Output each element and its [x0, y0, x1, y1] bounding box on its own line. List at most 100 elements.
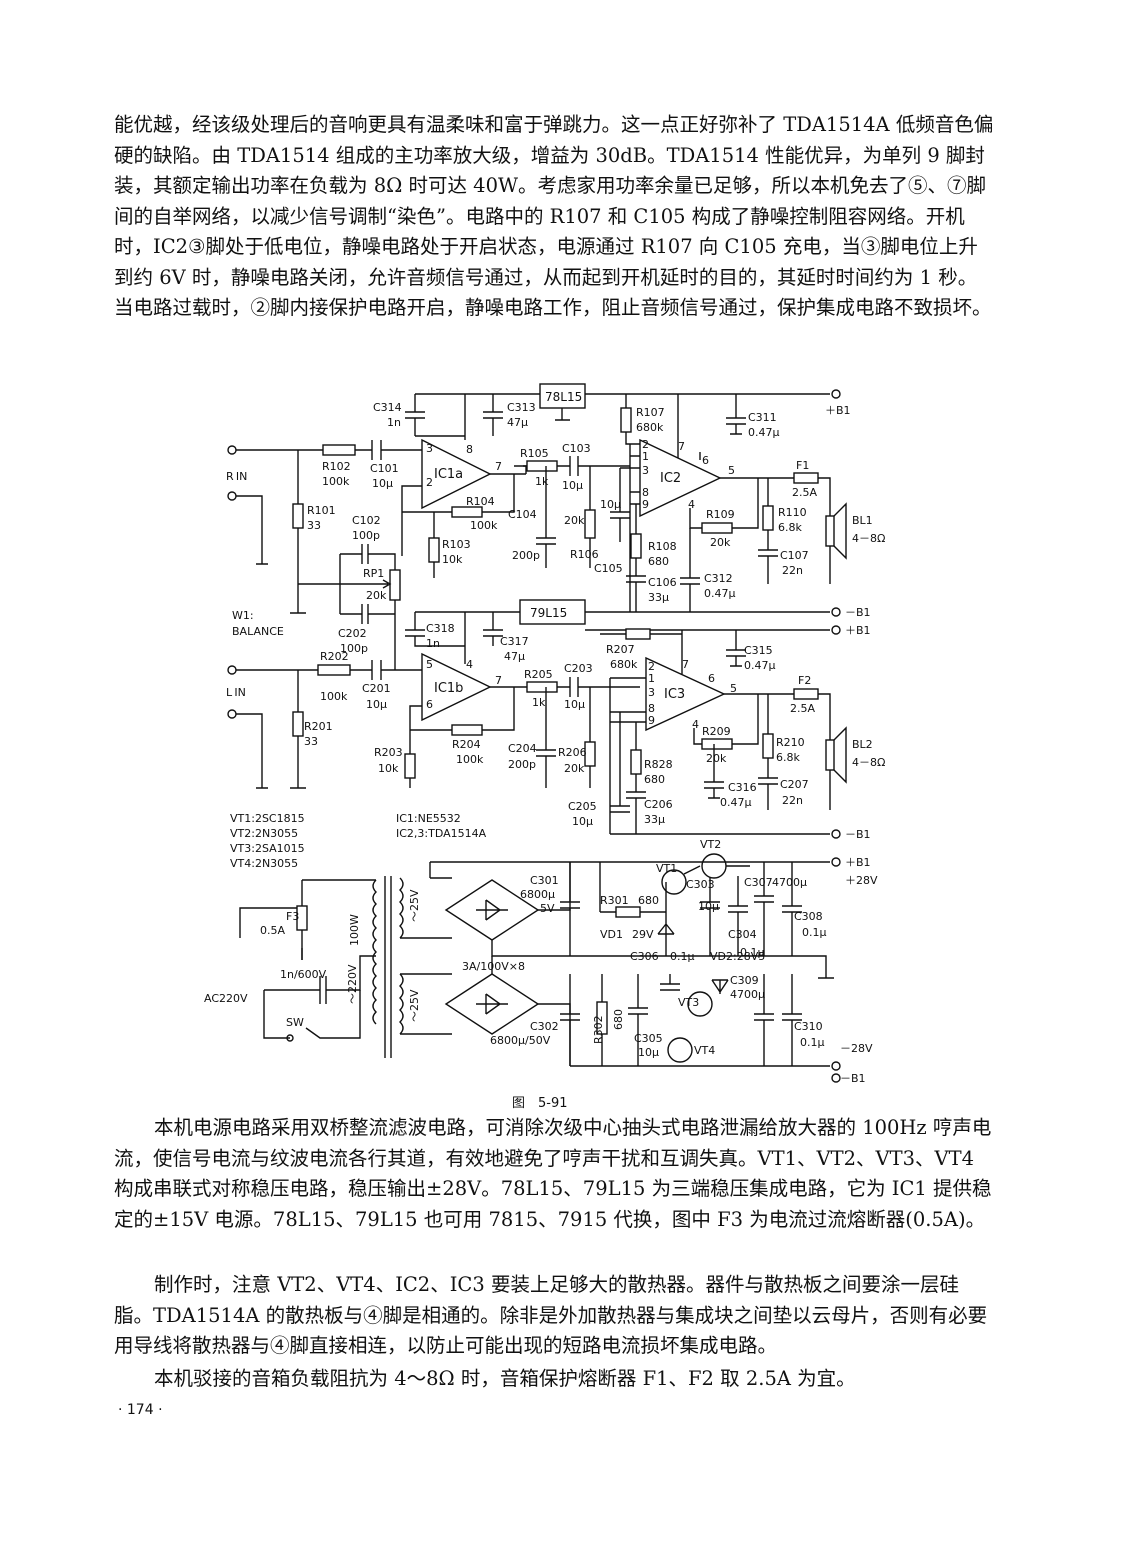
c311-value: 0.47μ — [748, 426, 780, 439]
r110-value: 6.8k — [778, 521, 802, 534]
ic2-pin4: 4 — [688, 498, 695, 511]
c106-value: 33μ — [648, 591, 669, 604]
r106-label: R106 — [570, 548, 599, 561]
f3-label: F3 — [286, 910, 299, 923]
c307-value: 4700μ — [772, 876, 807, 889]
c310-value: 0.1μ — [800, 1036, 825, 1049]
terminal-neg-b1-psu[interactable] — [831, 1073, 841, 1083]
c101-value: 10μ — [372, 477, 393, 490]
c316-label: C316 — [728, 781, 757, 794]
r102-label: R102 — [322, 460, 351, 473]
power-switch[interactable] — [286, 1034, 294, 1042]
c305-label: C305 — [634, 1032, 663, 1045]
ic1b-pin7: 7 — [495, 674, 502, 687]
r205-value: 1k — [532, 696, 546, 709]
c102-value: 100p — [352, 529, 380, 542]
regulator-78l15-label: 78L15 — [545, 390, 582, 404]
rail-neg-b1-psu-label: －B1 — [840, 1072, 866, 1085]
r206-label: R206 — [558, 746, 587, 759]
terminal-pos-b1-top[interactable] — [831, 389, 841, 399]
r206-value: 20k — [564, 762, 585, 775]
c301-value: 6800μ — [520, 888, 555, 901]
resistor-r105 — [526, 460, 558, 472]
c107-value: 22n — [782, 564, 803, 577]
c205-label: C205 — [568, 800, 597, 813]
potentiometer-rp1[interactable] — [389, 569, 401, 601]
input-jack-l[interactable] — [227, 665, 237, 675]
terminal-neg-28v[interactable] — [831, 1061, 841, 1071]
terminal-neg-b1-mid[interactable] — [831, 607, 841, 617]
terminal-neg-b1-low[interactable] — [831, 829, 841, 839]
terminal-pos-b1-psu[interactable] — [831, 857, 841, 867]
resistor-r205 — [526, 681, 558, 693]
ic2-label: IC2 — [660, 471, 681, 486]
ic2-pin2: 2 — [642, 438, 649, 451]
resistor-r203 — [404, 753, 416, 779]
r109-value: 20k — [710, 536, 731, 549]
vd1-label: VD1 — [600, 928, 623, 941]
c101-label: C101 — [370, 462, 399, 475]
w1-label: W1: — [232, 609, 254, 622]
resistor-r202 — [317, 664, 351, 676]
ic3-pin7: 7 — [682, 658, 689, 671]
ic1b-pin6: 6 — [426, 698, 433, 711]
vt4-label: VT4 — [694, 1044, 715, 1057]
c107-label: C107 — [780, 549, 809, 562]
c314-label: C314 — [373, 401, 402, 414]
terminal-pos-b1-mid[interactable] — [831, 625, 841, 635]
ic1a-pin2: 2 — [426, 476, 433, 489]
resistor-r106 — [584, 509, 596, 539]
r204-label: R204 — [452, 738, 481, 751]
transistor-vt4 — [667, 1037, 693, 1063]
rail-neg-b1-low-label: －B1 — [845, 828, 871, 841]
ic3-pin3: 3 — [648, 686, 655, 699]
c316-value: 0.47μ — [720, 796, 752, 809]
ic3-pin5: 5 — [730, 682, 737, 695]
ic2-amplifier — [639, 438, 722, 518]
c306-value: 0.1μ — [670, 950, 695, 963]
vt1-label: VT1 — [656, 862, 677, 875]
input-jack-r[interactable] — [227, 445, 237, 455]
secondary1-label: ～25V — [408, 889, 421, 922]
c207-value: 22n — [782, 794, 803, 807]
r301-label: R301 — [600, 894, 629, 907]
ic2-pin8: 8 — [642, 486, 649, 499]
circuit-schematic: 78L15 ＋B1 C314 1n C313 47μ IC1a 3 2 8 7 … — [204, 383, 885, 1085]
resistor-r201 — [292, 711, 304, 737]
c315-label: C315 — [744, 644, 773, 657]
rp1-value: 20k — [366, 589, 387, 602]
r101-value: 33 — [307, 519, 321, 532]
rail-pos-b1-label: ＋B1 — [825, 404, 851, 417]
fuse-f1 — [793, 472, 819, 484]
r202-label: R202 — [320, 650, 349, 663]
input-jack-l-gnd[interactable] — [227, 709, 237, 719]
resistor-r108 — [630, 533, 642, 559]
c312-label: C312 — [704, 572, 733, 585]
input-jack-r-gnd[interactable] — [227, 491, 237, 501]
balance-label: BALANCE — [232, 625, 284, 638]
c102-label: C102 — [352, 514, 381, 527]
c206-label: C206 — [644, 798, 673, 811]
transformer-primary-label: ～220V — [346, 964, 359, 1004]
r109-label: R109 — [706, 508, 735, 521]
r107-label: R107 — [636, 406, 665, 419]
f2-value: 2.5A — [790, 702, 815, 715]
c204-value: 200p — [508, 758, 536, 771]
c104-label: C104 — [508, 508, 537, 521]
f3-value: 0.5A — [260, 924, 285, 937]
paragraph-speaker: 本机驳接的音箱负载阻抗为 4～8Ω 时，音箱保护熔断器 F1、F2 取 2.5A… — [154, 1367, 856, 1390]
vt2-label: VT2 — [700, 838, 721, 851]
r110-label: R110 — [778, 506, 807, 519]
rail-pos-b1-mid-label: ＋B1 — [845, 624, 871, 637]
ic2-pin1: 1 — [642, 450, 649, 463]
f1-label: F1 — [796, 459, 809, 472]
resistor-r210 — [762, 733, 774, 759]
c315-value: 0.47μ — [744, 659, 776, 672]
c105-value: 10μ — [600, 498, 621, 511]
r104-label: R104 — [466, 495, 495, 508]
c304-label: C304 — [728, 928, 757, 941]
ic2-pin7: 7 — [678, 440, 685, 453]
ic3-pin1: 1 — [648, 672, 655, 685]
paragraph-power-supply: 本机电源电路采用双桥整流滤波电路，可消除次级中心抽头式电路泄漏给放大器的 100… — [114, 1116, 992, 1231]
c311-label: C311 — [748, 411, 777, 424]
